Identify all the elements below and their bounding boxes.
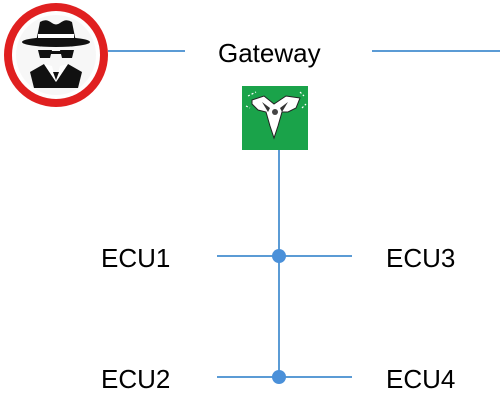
- ecu3-label: ECU3: [386, 243, 456, 273]
- ecu2-label: ECU2: [101, 364, 171, 394]
- ecu4-label: ECU4: [386, 364, 456, 394]
- junction-dot-top: [272, 249, 286, 263]
- junction-dot-bottom: [272, 370, 286, 384]
- firewall-bird-icon: [242, 86, 308, 150]
- gateway-label: Gateway: [218, 38, 321, 68]
- ecu1-label: ECU1: [101, 243, 171, 273]
- hacker-spy-icon: [4, 3, 108, 107]
